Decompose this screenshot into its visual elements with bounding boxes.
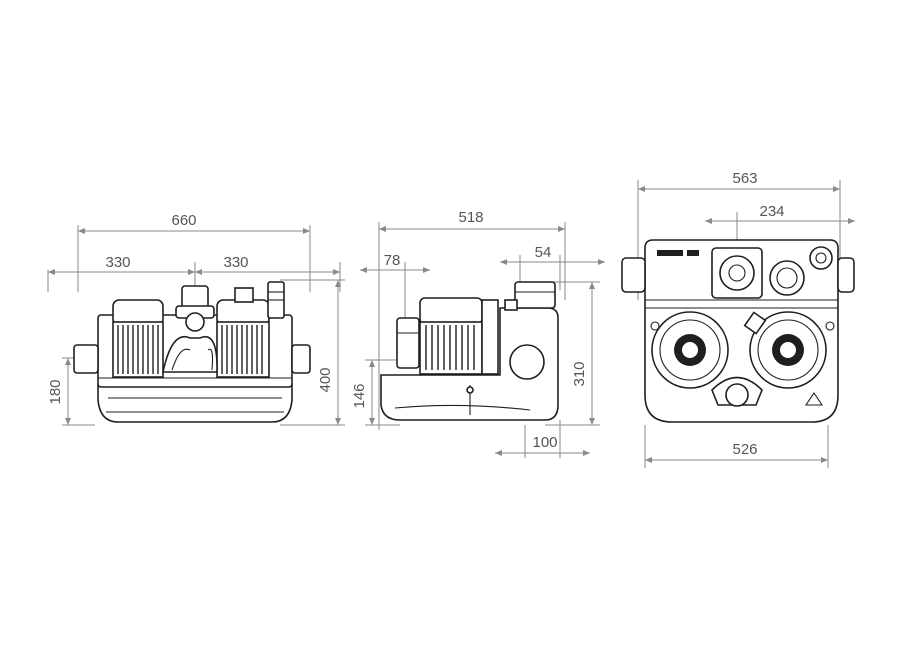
side-motor-fins (425, 325, 475, 370)
dim-overall-height: 400 (317, 367, 334, 392)
dim-right-half: 330 (223, 254, 248, 271)
valve-ball (185, 312, 205, 332)
dim-inlet-height: 180 (47, 379, 64, 404)
side-motor-cap (419, 297, 483, 325)
top-inlet-right (837, 257, 855, 293)
label-plate (657, 250, 683, 256)
top-manifold-port (725, 383, 749, 407)
tank-base (97, 384, 293, 423)
dim-overall-depth: 518 (458, 209, 483, 226)
right-motor (216, 321, 270, 378)
side-outlet-port (509, 344, 545, 380)
right-outlet-stub (234, 287, 254, 303)
dim-top-base-width: 526 (732, 441, 757, 458)
side-tank-curve (394, 404, 531, 411)
top-inlet-left (621, 257, 646, 293)
top-vent-port (809, 246, 833, 270)
inlet-pipe-left (73, 344, 99, 374)
right-motor-fins (221, 325, 263, 374)
top-valve-knob (719, 255, 755, 291)
top-outlet-port (769, 260, 805, 296)
dim-top-outlet-offset: 234 (759, 203, 784, 220)
dim-overall-width: 660 (171, 212, 196, 229)
side-motor-bracket (481, 299, 499, 375)
top-check-valve (743, 311, 767, 335)
side-inlet-stack (396, 317, 420, 369)
side-motor (419, 321, 483, 375)
dim-outlet-offset: 54 (535, 244, 552, 261)
outlet-valve (181, 285, 209, 309)
side-view: 518 78 54 146 310 100 (351, 209, 605, 458)
dim-side-inlet-height: 146 (351, 383, 368, 408)
dim-outlet-height: 310 (571, 361, 588, 386)
dim-left-half: 330 (105, 254, 130, 271)
left-motor-fins (117, 325, 159, 374)
top-view: 563 234 526 (621, 170, 855, 468)
manifold-detail (171, 348, 214, 371)
dim-top-offset: 78 (384, 252, 401, 269)
warning-triangle-icon (804, 392, 824, 406)
dim-top-width: 563 (732, 170, 757, 187)
side-valve-stub (504, 299, 518, 311)
dim-base-offset: 100 (532, 434, 557, 451)
inlet-pipe-right (291, 344, 311, 374)
front-view: 660 330 330 180 400 (47, 212, 345, 426)
side-valve-top (514, 281, 556, 309)
centre-manifold (162, 335, 218, 373)
